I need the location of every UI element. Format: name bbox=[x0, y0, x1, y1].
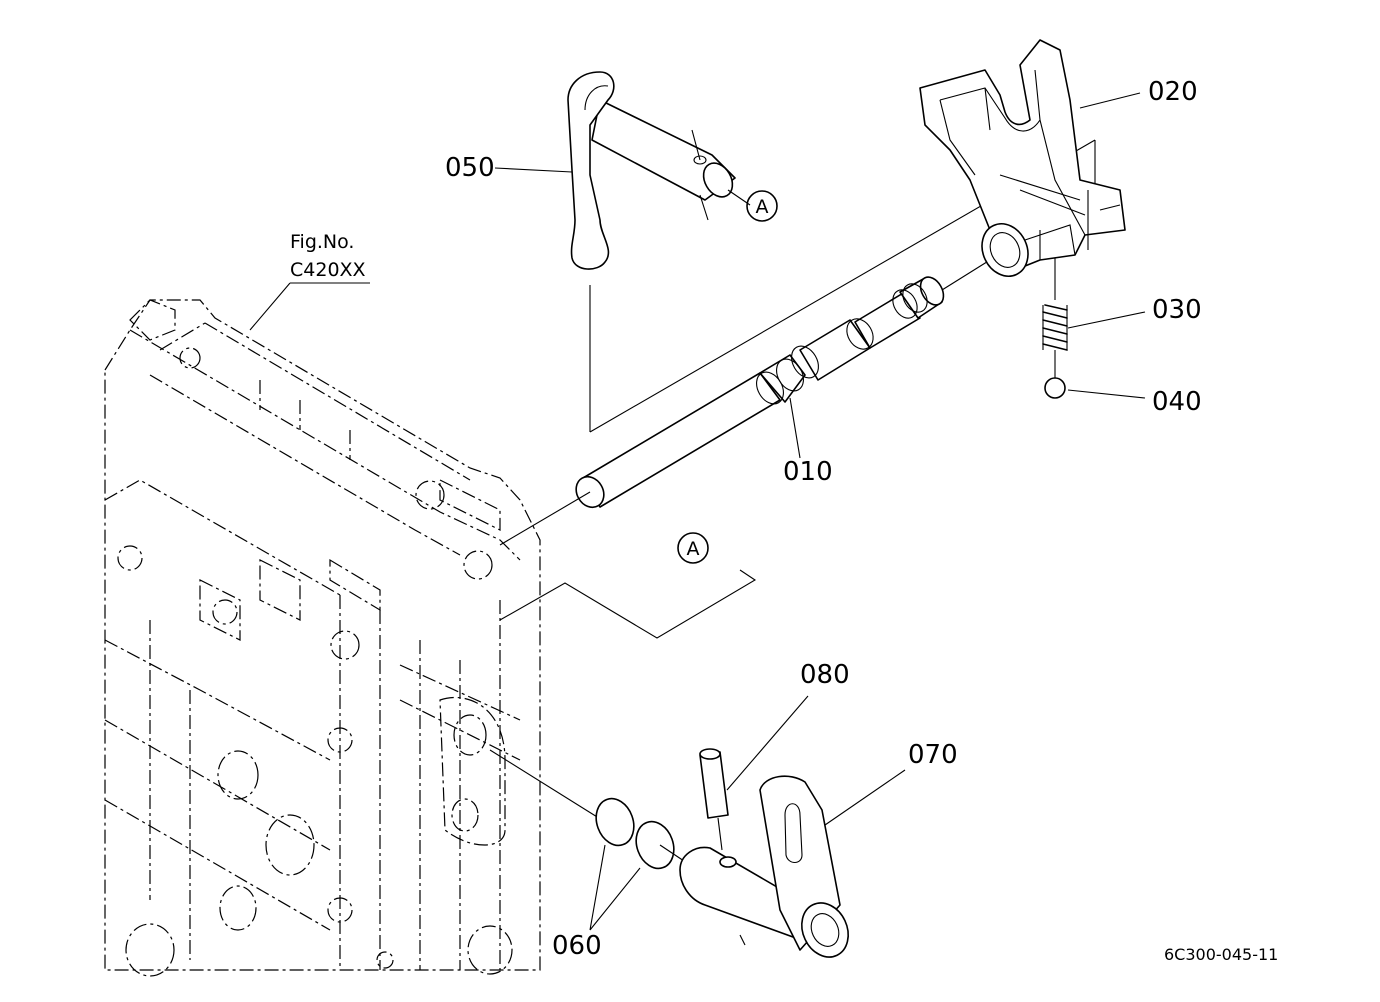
shift-shaft-010 bbox=[499, 139, 1096, 546]
label-070: 070 bbox=[908, 740, 958, 770]
detent-ball-040 bbox=[1044, 377, 1066, 399]
shift-lever-050 bbox=[567, 71, 736, 270]
shift-fork-020 bbox=[919, 39, 1126, 277]
label-010: 010 bbox=[783, 457, 833, 487]
marker-a-lower: A bbox=[677, 532, 709, 564]
fig-no-value: C420XX bbox=[290, 259, 366, 281]
label-050: 050 bbox=[445, 153, 495, 183]
drawing-code: 6C300-045-11 bbox=[1164, 945, 1278, 964]
svg-text:A: A bbox=[687, 538, 700, 560]
label-020: 020 bbox=[1148, 77, 1198, 107]
label-030: 030 bbox=[1152, 295, 1202, 325]
leader-lines bbox=[249, 92, 1146, 931]
label-040: 040 bbox=[1152, 387, 1202, 417]
spring-pin-080 bbox=[699, 748, 729, 851]
detent-spring-030 bbox=[1042, 258, 1068, 378]
fig-no-label: Fig.No. bbox=[290, 231, 354, 253]
label-060: 060 bbox=[552, 931, 602, 961]
transmission-housing bbox=[104, 299, 541, 977]
svg-text:A: A bbox=[756, 196, 769, 218]
part-labels: 020 030 040 050 010 080 070 060 A A Fig.… bbox=[290, 77, 1278, 964]
shift-arm-070 bbox=[679, 775, 849, 958]
label-080: 080 bbox=[800, 660, 850, 690]
o-rings-060 bbox=[489, 749, 691, 870]
marker-a-upper: A bbox=[746, 190, 778, 222]
